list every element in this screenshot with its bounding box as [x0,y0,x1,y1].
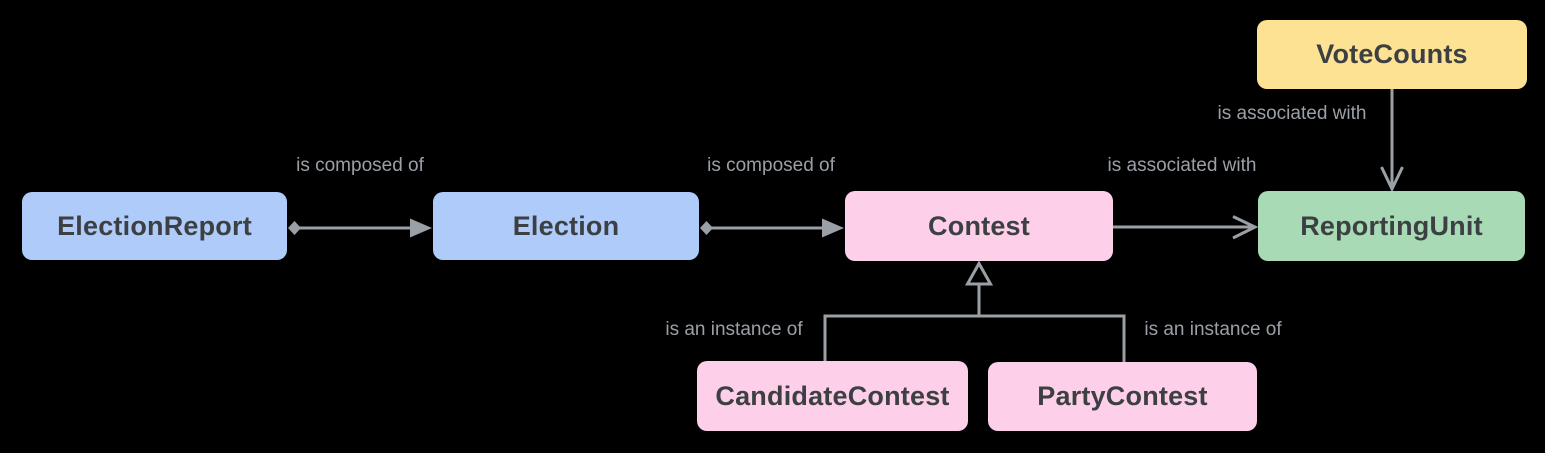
edge-election-to-contest [700,218,844,238]
node-party-contest: PartyContest [988,362,1257,431]
edge-contest-to-reporting-unit [1113,215,1259,240]
edge-label-is-composed-of-1: is composed of [296,155,424,176]
edge-election-report-to-election [288,218,432,238]
edge-label-is-an-instance-of-1: is an instance of [665,319,803,340]
edge-label-is-associated-with-1: is associated with [1107,155,1257,176]
edge-label-is-an-instance-of-2: is an instance of [1144,319,1282,340]
node-election-report: ElectionReport [22,192,287,260]
edge-vote-counts-to-reporting-unit [1380,89,1404,193]
node-vote-counts: VoteCounts [1257,20,1527,89]
edge-label-is-associated-with-2: is associated with [1217,103,1367,124]
node-reporting-unit: ReportingUnit [1258,191,1525,261]
node-election: Election [433,192,699,260]
edge-label-is-composed-of-2: is composed of [707,155,835,176]
edge-generalization-to-contest [823,260,1126,362]
node-candidate-contest: CandidateContest [697,361,968,431]
node-contest: Contest [845,191,1113,261]
